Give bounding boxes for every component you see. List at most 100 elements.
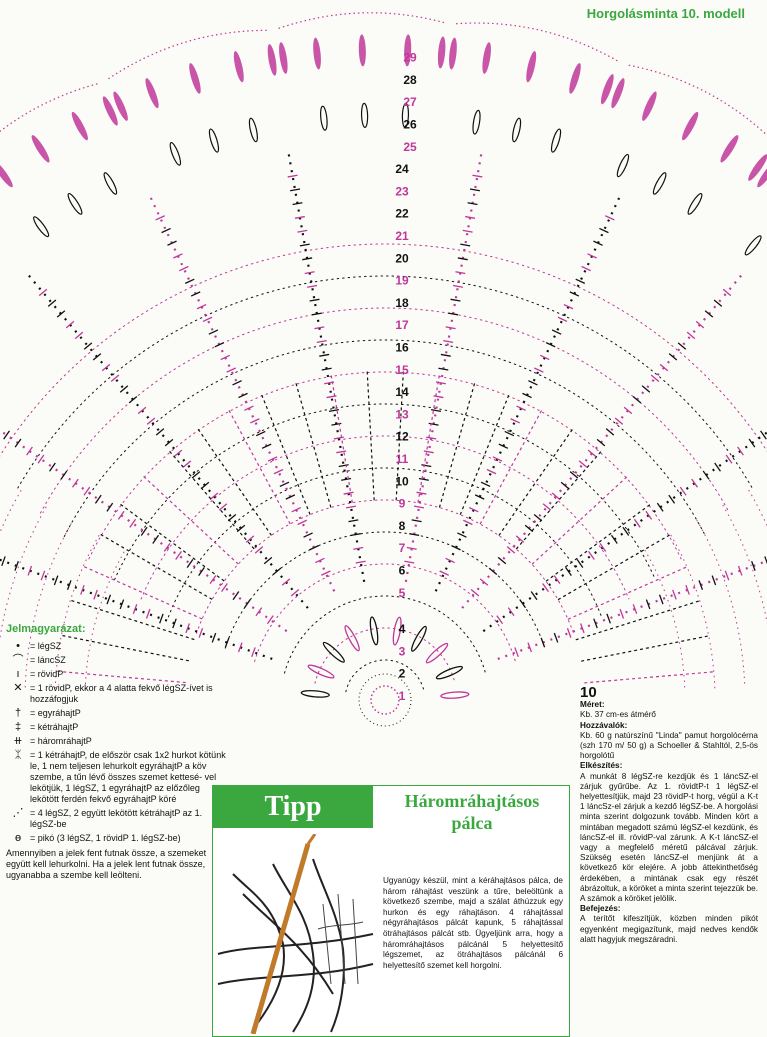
stitch-mark [93,589,98,600]
stitch-mark [463,519,473,526]
stitch-mark [80,584,85,595]
petal [169,142,182,166]
stitch-mark [254,546,264,554]
stitch-mark [251,647,256,658]
petal [322,641,345,663]
stitch-mark [472,174,483,178]
petal [616,153,630,178]
stitch-mark [540,637,546,648]
stitch-mark [530,591,538,601]
stitch-mark [760,430,767,440]
stitch-mark [445,326,456,330]
stitch-mark [40,570,46,581]
chain-arc [140,435,630,600]
stitch-mark [413,505,425,509]
tip-box: Tipp Háromráhajtásos pálca Ugyanúgy kész… [212,785,570,1037]
stitch-column [434,192,623,592]
stitch-mark [155,215,165,221]
stitch-mark [297,229,308,233]
petal [435,665,464,680]
stitch-mark [610,534,618,544]
petal [440,691,470,699]
row-number: 14 [395,385,409,399]
stitch-column [295,382,332,508]
petal [33,216,50,238]
stitch-mark [163,542,171,552]
stitch-mark [599,227,609,234]
finishing-text: A terítőt kifeszítjük, közben minden pik… [580,914,758,944]
petal [744,235,762,256]
petal [404,34,412,67]
row-number: 1 [399,689,406,703]
stitch-mark [480,481,491,488]
stitch-mark [294,215,305,219]
stitch-mark [685,584,690,595]
stitch-mark [291,506,302,513]
row-number: 12 [395,430,409,444]
stitch-mark [321,367,332,371]
petal [113,91,128,121]
petal [369,616,379,646]
stitch-mark [26,446,33,456]
stitch-mark [37,454,45,464]
stitch-mark [479,578,489,586]
stitch-mark [232,591,240,601]
legend-item: ✕= 1 rövidP, ekkor a 4 alatta fekvő légS… [6,683,228,705]
stitch-mark [224,637,230,648]
chain-arc [345,659,425,693]
legend-item: ⋰= 4 légSZ, 2 együtt lekötött kétráhajtP… [6,808,228,830]
stitch-mark [426,436,437,440]
petal [682,111,699,141]
stitch-mark [145,608,151,619]
stitch-mark [200,481,210,490]
stitch-mark [578,460,588,468]
stitch-column [197,428,272,536]
stitch-mark [209,575,217,585]
single-crochet-icon: ı [16,668,20,680]
stitch-mark [691,478,699,488]
stitch-mark [404,560,415,564]
stitch-mark [110,374,120,382]
stitch-mark [722,288,732,297]
stitch-mark [515,535,525,543]
center-ring [370,685,400,715]
size-heading: Méret: [580,700,605,710]
stitch-mark [516,405,526,411]
stitch-mark [725,454,733,464]
stitch-mark [560,481,570,490]
chain-arc [284,595,486,674]
stitch-mark [751,561,756,571]
stitch-column [0,429,288,633]
stitch-mark [551,492,561,500]
stitch-mark [343,491,354,495]
stitch-mark [328,408,339,412]
petal [482,42,491,74]
stitch-mark [198,567,205,576]
petal [550,128,562,153]
petal [425,642,449,664]
stitch-mark [563,303,574,310]
stitch-mark [510,418,520,424]
stitch-mark [179,265,189,272]
double-crochet-icon: † [14,707,22,719]
stitch-mark [1,556,6,567]
stitch-mark [297,519,307,526]
stitch-column [260,393,311,515]
row-number-labels: 1234567891011121314151617181920212223242… [395,51,417,703]
stitch-column [70,599,195,641]
tip-title-line2: pálca [451,813,493,833]
row-number: 9 [399,497,406,511]
stitch-mark [569,291,580,297]
chain-arc [0,243,767,457]
stitch-mark [94,494,102,504]
chain-arc [40,307,730,514]
stitch-mark [575,278,586,284]
stitch-mark [724,570,730,581]
stitch-mark [668,494,676,504]
stitch-mark [496,615,504,625]
stitch-mark [581,265,591,272]
legend-item: ᛯ= 1 kétráhajtP, de először csak 1x2 hur… [6,750,228,805]
tip-title: Háromráhajtásos pálca [379,790,565,834]
chain-stitch-icon: • [16,640,20,652]
stitch-mark [152,534,160,544]
